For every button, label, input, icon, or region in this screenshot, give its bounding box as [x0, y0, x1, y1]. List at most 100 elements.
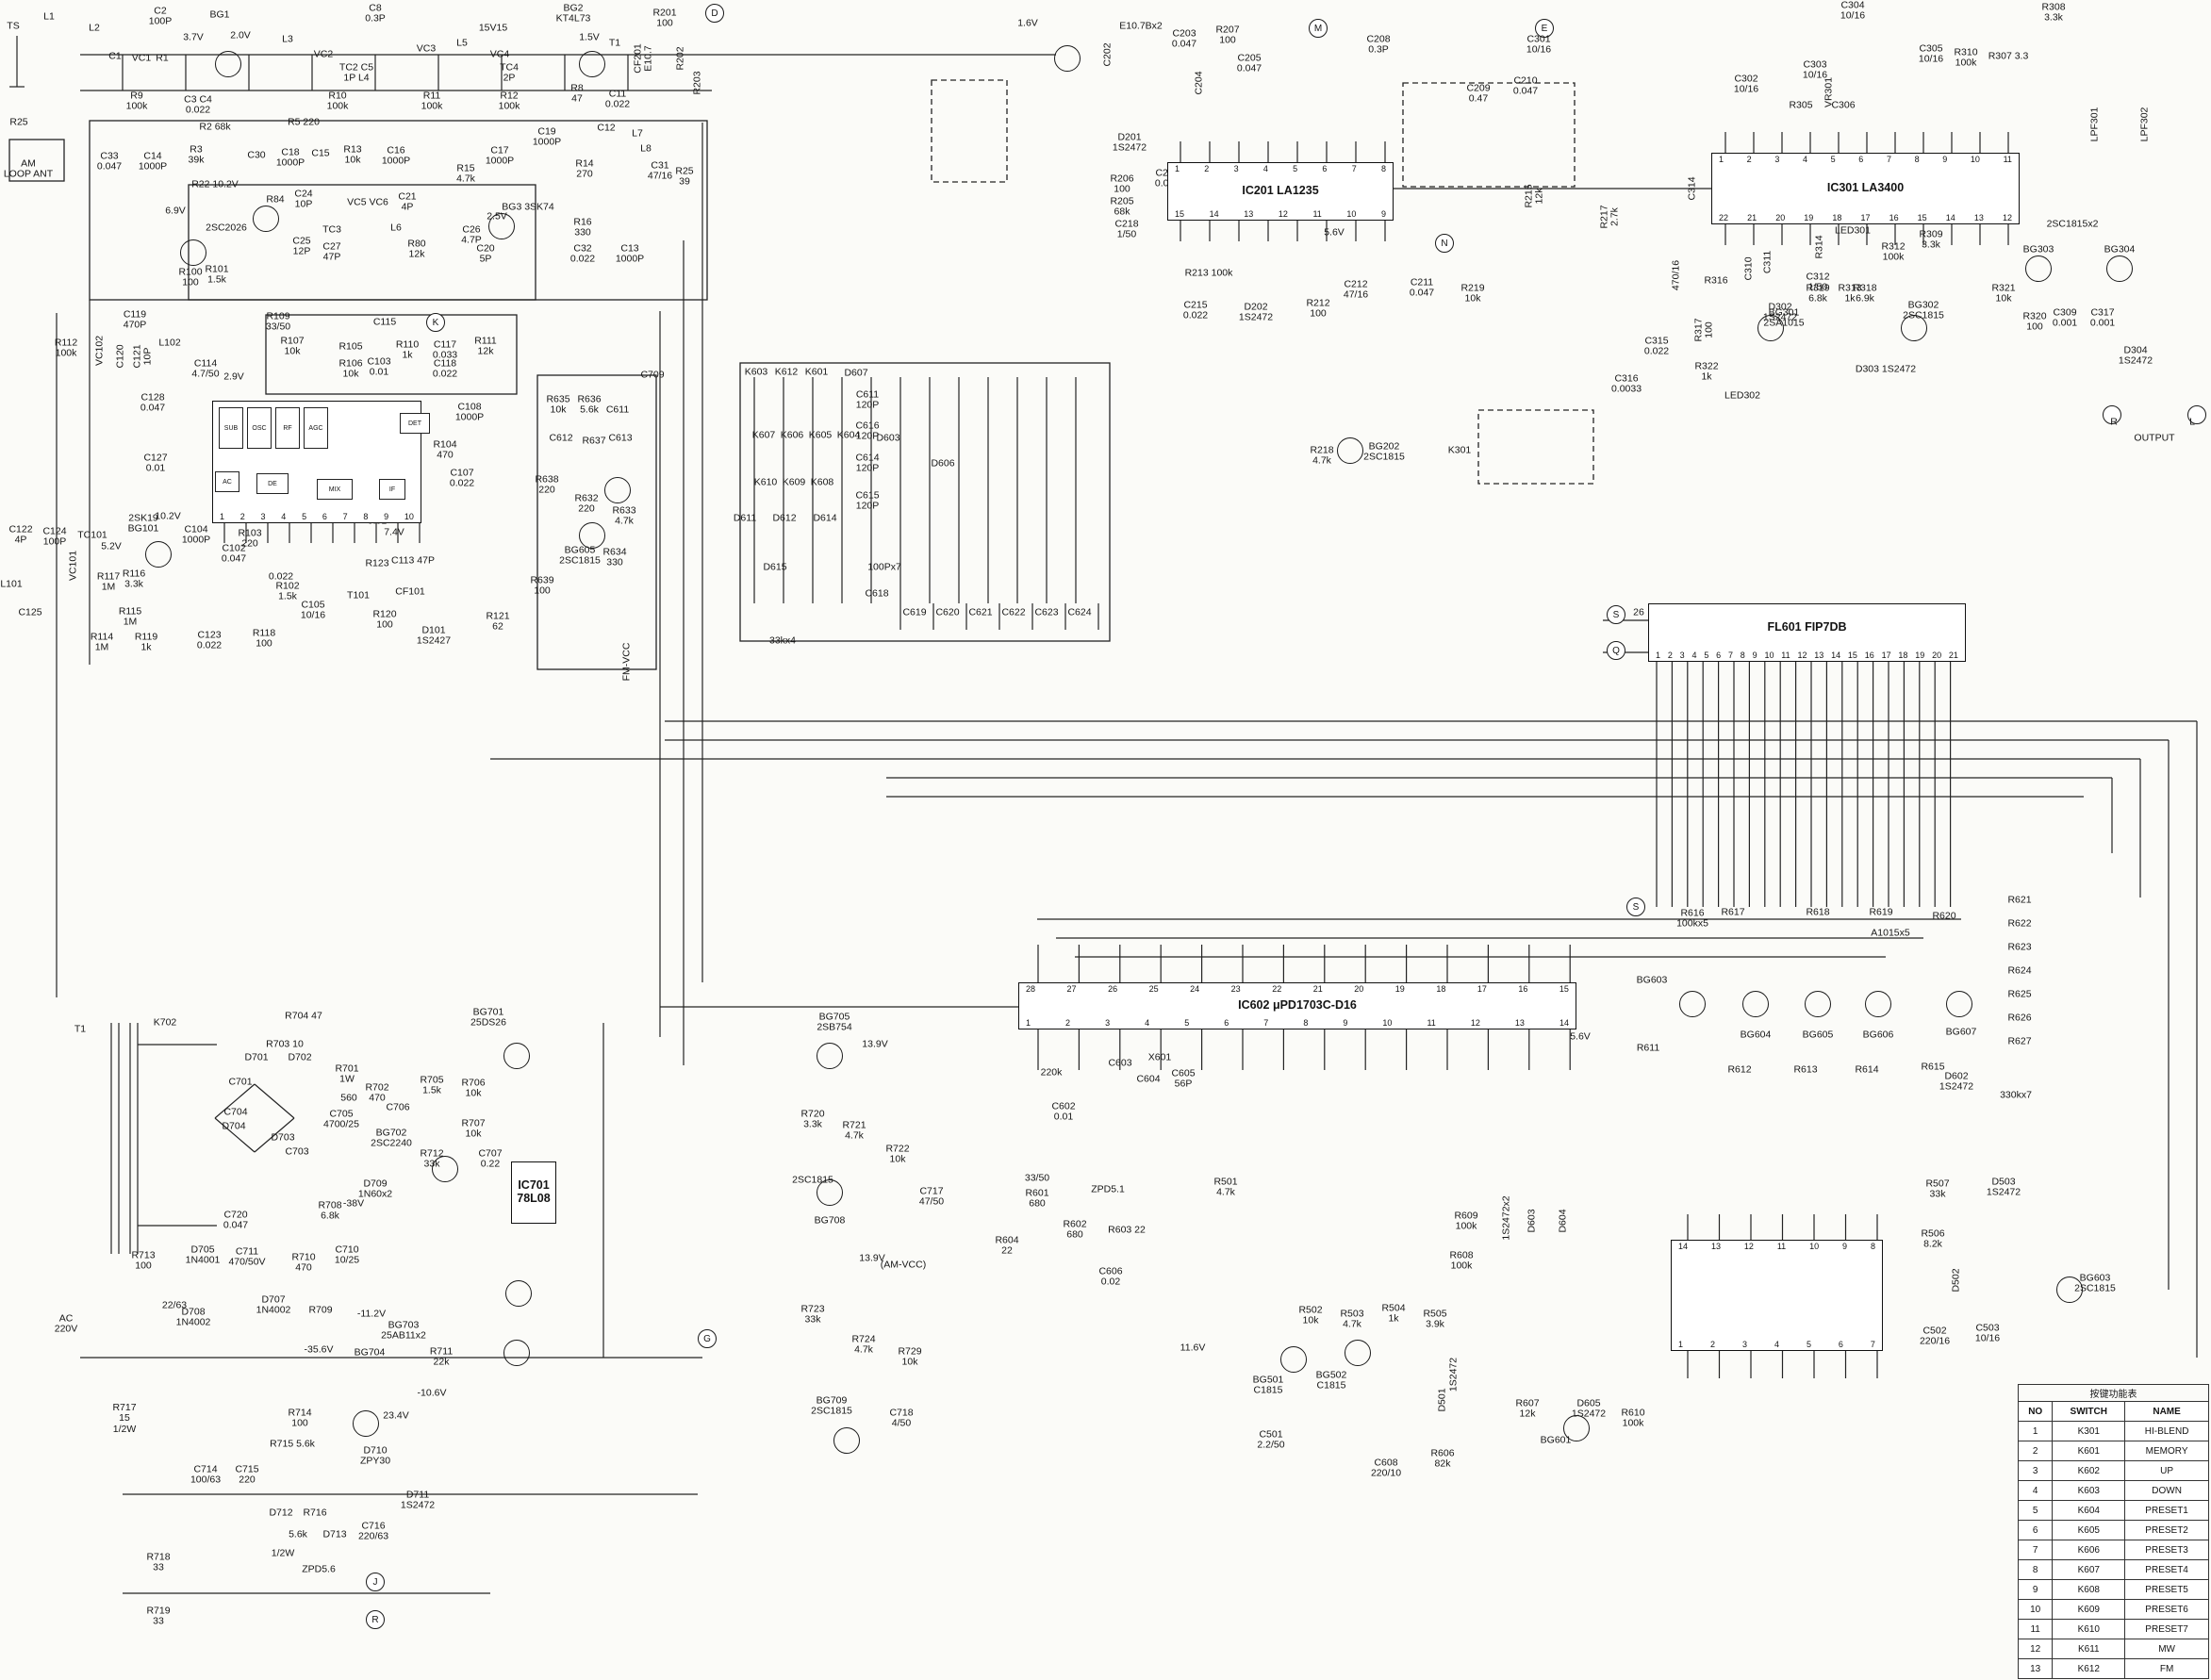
component-label: R613: [1793, 1063, 1818, 1076]
component-label: C714 100/63: [190, 1463, 222, 1486]
component-label: C123 0.022: [196, 629, 223, 651]
component-label: C102 0.047: [221, 542, 247, 565]
pin-number: 11: [1312, 209, 1322, 219]
component-label: R501 4.7k: [1213, 1176, 1238, 1198]
signal-node: N: [1435, 234, 1454, 253]
component-label: R321 10k: [1991, 282, 2016, 305]
pin-number: 11: [1781, 651, 1790, 660]
pin-number: 14: [1209, 209, 1219, 219]
pin-number: 7: [1886, 155, 1891, 164]
pin-number: 18: [1898, 651, 1908, 660]
component-label: R215 12k: [1523, 184, 1545, 208]
component-label: R123: [365, 557, 389, 569]
component-label: R703 10: [266, 1038, 304, 1050]
component-label: R707 10k: [461, 1117, 486, 1140]
table-cell: 2: [2017, 1441, 2054, 1461]
section-box: [1402, 82, 1576, 188]
table-cell: K608: [2052, 1579, 2126, 1600]
component-label: BG302 2SC1815: [1903, 299, 1944, 321]
component-label: C603: [1108, 1057, 1132, 1069]
transistor-symbol: [1742, 991, 1769, 1017]
component-label: AM LOOP ANT: [3, 157, 54, 180]
pin-number: 13: [1710, 1242, 1721, 1251]
component-label: C19 1000P: [532, 125, 562, 148]
component-label: C312 1/50: [1806, 271, 1830, 293]
component-label: T1: [74, 1023, 87, 1035]
component-label: C208 0.3P: [1366, 33, 1391, 56]
pin-number: 12: [1470, 1018, 1480, 1028]
component-label: R206 100: [1110, 173, 1134, 195]
table-cell: PRESET5: [2124, 1579, 2209, 1600]
component-label: R5 220: [288, 116, 320, 128]
pin-number: 9: [1752, 651, 1757, 660]
ic-internal-block: MIX: [317, 479, 353, 500]
component-label: C30: [247, 149, 266, 161]
component-label: R107 10k: [280, 335, 305, 357]
component-label: C202: [1101, 42, 1114, 67]
component-label: C17 1000P: [485, 144, 515, 167]
component-label: TS: [7, 20, 20, 32]
table-header-cell: NO: [2017, 1401, 2054, 1422]
component-label: C13 1000P: [615, 242, 645, 265]
section-box: [265, 314, 518, 395]
component-label: R604 22: [995, 1234, 1019, 1257]
transistor-symbol: [488, 213, 515, 239]
pin-number: 25: [1148, 984, 1159, 994]
component-label: R207 100: [1215, 24, 1240, 46]
component-label: K609: [782, 476, 806, 488]
component-label: BG502 C1815: [1315, 1369, 1347, 1392]
pin-number: 18: [1832, 213, 1842, 222]
component-label: 5.6V: [1570, 1030, 1591, 1043]
component-label: R710 470: [291, 1251, 316, 1274]
transistor-symbol: [1805, 991, 1831, 1017]
component-label: BG603: [1636, 974, 1668, 986]
component-label: BG701 25DS26: [470, 1006, 506, 1029]
component-label: 22/63: [161, 1299, 188, 1311]
component-label: D603: [876, 432, 900, 444]
component-label: R608 100k: [1449, 1249, 1474, 1272]
signal-node: M: [1309, 19, 1328, 38]
pin-number: 19: [1915, 651, 1925, 660]
wire: [214, 1117, 256, 1153]
pin-number: 2: [1746, 155, 1752, 164]
section-box: [931, 79, 1008, 183]
pin-number: 1: [1656, 651, 1661, 660]
component-label: C602 0.01: [1051, 1100, 1076, 1123]
pin-number: 14: [1945, 213, 1955, 222]
component-label: R307 3.3: [1988, 50, 2029, 62]
transistor-symbol: [505, 1280, 532, 1307]
transistor-symbol: [1865, 991, 1891, 1017]
pin-number: 17: [1860, 213, 1871, 222]
component-label: C118 0.022: [432, 357, 458, 380]
component-label: C3 C4 0.022: [184, 93, 212, 116]
component-label: R626: [2007, 1012, 2032, 1024]
component-label: C1: [108, 50, 122, 62]
table-cell: K602: [2052, 1460, 2126, 1481]
component-label: BG1: [209, 8, 230, 21]
component-label: R623: [2007, 941, 2032, 953]
section-box: [8, 139, 65, 182]
pin-number: 16: [1518, 984, 1528, 994]
component-label: BG606: [1862, 1029, 1894, 1041]
component-label: D501: [1436, 1388, 1448, 1412]
component-label: C212 47/16: [1343, 278, 1369, 301]
component-label: BG501 C1815: [1252, 1374, 1284, 1396]
pin-number: 6: [1322, 164, 1328, 173]
ic-label: FL601 FIP7DB: [1767, 620, 1847, 634]
component-label: TC3: [322, 223, 341, 236]
pin-number: 6: [1224, 1018, 1229, 1028]
component-label: R633 4.7k: [612, 504, 636, 527]
component-label: R724 4.7k: [851, 1333, 876, 1356]
component-label: R319 6.8k: [1806, 282, 1830, 305]
wire: [214, 1083, 256, 1119]
component-label: R15 4.7k: [456, 162, 475, 185]
transistor-symbol: [1946, 991, 1972, 1017]
component-label: K604: [836, 429, 861, 441]
pin-number: 7: [342, 512, 348, 521]
component-label: R507 33k: [1925, 1178, 1950, 1200]
component-label: R3 39k: [188, 143, 205, 166]
component-label: T101: [347, 589, 370, 601]
component-label: C210 0.047: [1512, 74, 1539, 97]
component-label: R701 1W: [335, 1062, 359, 1085]
